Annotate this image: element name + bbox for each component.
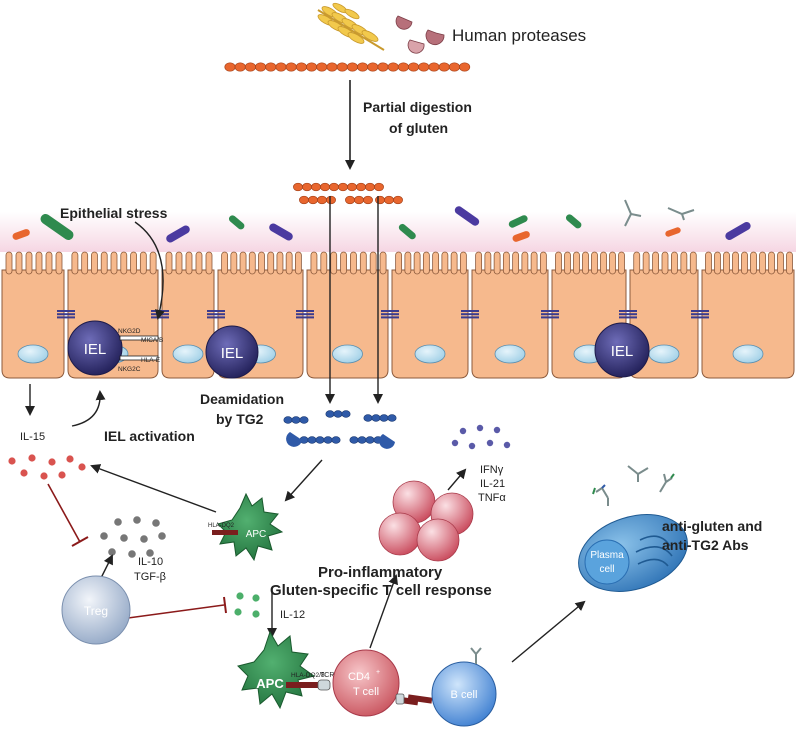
tgfb-label: TGF-β <box>134 571 166 583</box>
il12-cytokines <box>234 592 260 618</box>
iel-activation-label: IEL activation <box>104 428 195 444</box>
apc-cell-2: APC HLA-DQ2/8 TCR <box>237 630 334 710</box>
il12-label: IL-12 <box>280 609 305 621</box>
anti-abs-label-2: anti-TG2 Abs <box>662 537 749 553</box>
treg-cell: Treg <box>61 575 131 645</box>
apc-label-2: APC <box>256 676 284 691</box>
tg2-enzymes <box>286 432 395 449</box>
cd4-label-1: CD4 <box>348 671 370 683</box>
il21-label: IL-21 <box>480 478 505 490</box>
deamidation-label-1: Deamidation <box>200 391 284 407</box>
human-proteases-label: Human proteases <box>452 26 586 45</box>
peptide-to-apc-arrow <box>284 459 323 502</box>
protease-icons <box>395 15 445 54</box>
apc-label-1: APC <box>246 529 267 540</box>
iel-receptors: NKG2D MICA/B HLA-E NKG2C <box>118 328 163 373</box>
iel-label-3: IEL <box>611 343 634 360</box>
inhibit-bar-1 <box>71 536 89 547</box>
tcr-label: TCR <box>320 672 334 679</box>
iel-cell-2: IEL <box>205 325 259 379</box>
iel-label-1: IEL <box>84 341 107 358</box>
il10-tgfb-cytokines <box>100 516 166 558</box>
tcell-bcell-synapse <box>395 693 433 706</box>
treg-label: Treg <box>84 604 108 618</box>
cd4-tcell: CD4 + T cell <box>332 649 400 717</box>
iel-activation-arrow <box>71 390 106 427</box>
gluten-chain <box>224 62 471 72</box>
pro-inflammatory-label: Pro-inflammatory <box>318 564 443 581</box>
cd4-label-2: T cell <box>353 686 379 698</box>
ifng-label: IFNγ <box>480 464 504 476</box>
mica-b-label: MICA/B <box>141 337 163 344</box>
tnfa-label: TNFα <box>478 492 506 504</box>
treg-inhibit-il15 <box>47 483 81 543</box>
b-cell: B cell <box>431 647 497 727</box>
apc-cell-1: APC HLA-DQ2 <box>208 492 284 562</box>
bacteria <box>12 206 751 243</box>
partial-digestion-label-1: Partial digestion <box>363 99 472 115</box>
hla-dq28-label: HLA-DQ2/8 <box>291 672 325 679</box>
treg-inhibit-il12 <box>127 604 225 619</box>
secreted-antibodies <box>592 465 675 506</box>
epithelial-stress-label: Epithelial stress <box>60 205 168 221</box>
deamidation-label-2: by TG2 <box>216 411 264 427</box>
apc-to-il15-arrow <box>90 464 217 513</box>
inhibit-bar-2 <box>223 596 227 614</box>
cd4-sup-label: + <box>376 669 380 676</box>
iel-cell-3: IEL <box>594 322 650 378</box>
il15-label: IL-15 <box>20 431 45 443</box>
proinflammatory-cytokines <box>451 424 511 450</box>
wheat-icon <box>317 2 385 51</box>
epithelial-stress-arrow <box>134 221 165 320</box>
il15-cytokines <box>8 454 86 480</box>
activated-tcell-cluster <box>378 480 474 562</box>
nkg2c-label: NKG2C <box>118 366 141 373</box>
gluten-specific-label: Gluten-specific T cell response <box>270 582 492 599</box>
iel-label-2: IEL <box>221 345 244 362</box>
mucus-layer <box>0 212 796 252</box>
anti-abs-label-1: anti-gluten and <box>662 518 762 534</box>
nkg2d-label: NKG2D <box>118 328 141 335</box>
hla-dq2-label: HLA-DQ2 <box>208 523 235 529</box>
antibody-icons-top <box>624 199 695 227</box>
tcell-activation-arrow <box>369 574 398 649</box>
hla-e-label: HLA-E <box>141 357 161 364</box>
bcell-to-plasma-arrow <box>511 600 586 663</box>
deamidated-peptides <box>283 410 397 444</box>
plasma-label-2: cell <box>599 564 614 575</box>
partial-digestion-label-2: of gluten <box>389 120 448 136</box>
cytokine-release-arrow <box>447 468 467 491</box>
treg-secretion-arrow <box>99 554 113 581</box>
il10-label: IL-10 <box>138 556 163 568</box>
iel-cell-1: IEL <box>67 320 123 376</box>
gluten-fragments <box>293 182 403 205</box>
b-cell-label: B cell <box>451 689 478 701</box>
plasma-label-1: Plasma <box>590 550 624 561</box>
plasma-cell: Plasma cell <box>578 514 688 592</box>
